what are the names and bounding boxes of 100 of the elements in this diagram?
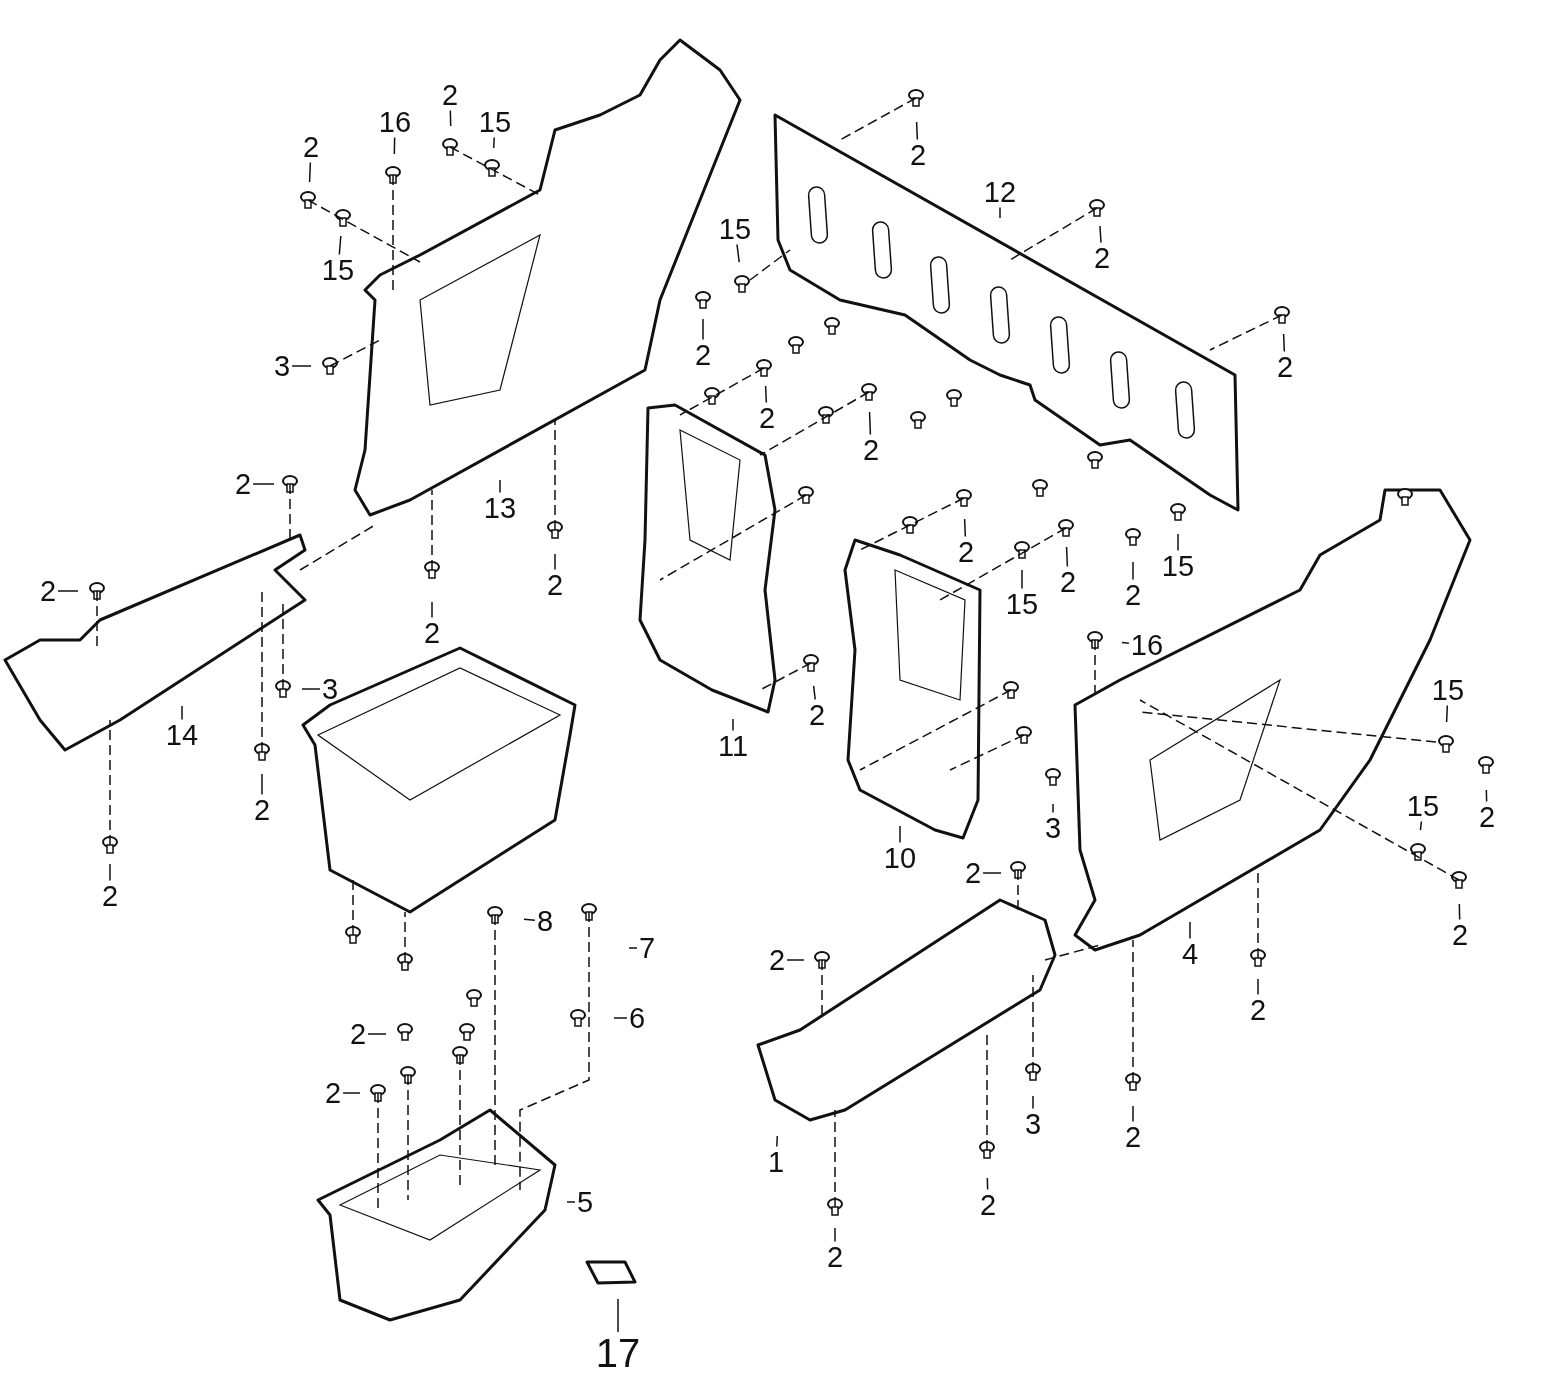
callout-number: 2 — [1124, 1122, 1142, 1152]
callout-number: 4 — [1181, 939, 1199, 969]
callout-number: 15 — [1005, 589, 1039, 619]
leader-line — [915, 121, 919, 141]
leader-line — [393, 136, 396, 155]
leader-line — [367, 1033, 387, 1035]
callout-number: 12 — [983, 177, 1017, 207]
callout-number: 2 — [1124, 580, 1142, 610]
callout-number: 6 — [628, 1003, 646, 1033]
callout-number: 2 — [101, 881, 119, 911]
leader-line — [181, 705, 183, 721]
leader-line — [1257, 978, 1259, 996]
callout-number: 2 — [1451, 920, 1469, 950]
leader-line — [523, 918, 536, 921]
callout-number: 3 — [1044, 813, 1062, 843]
leader-line — [1052, 803, 1054, 814]
leader-line — [982, 872, 1002, 874]
leader-line — [1282, 333, 1286, 353]
callout-number: 2 — [808, 700, 826, 730]
leader-line — [252, 483, 275, 485]
leader-line — [1189, 921, 1191, 940]
callout-number: 15 — [478, 107, 512, 137]
leader-line — [492, 136, 495, 149]
leader-line — [291, 365, 312, 367]
callout-number: 8 — [536, 906, 554, 936]
callout-number: 3 — [273, 351, 291, 381]
leader-line — [617, 1298, 619, 1333]
leader-line — [963, 518, 967, 538]
callout-number: 2 — [1276, 352, 1294, 382]
callout-number: 2 — [39, 576, 57, 606]
callout-number: 2 — [1249, 995, 1267, 1025]
leader-line — [834, 1227, 836, 1243]
callout-number: 2 — [826, 1242, 844, 1272]
leader-line — [1032, 1095, 1034, 1110]
leader-line — [308, 161, 312, 183]
leader-line — [628, 947, 638, 949]
callout-number: 2 — [349, 1019, 367, 1049]
leader-line — [449, 109, 452, 127]
callout-number: 3 — [321, 674, 339, 704]
leader-line — [554, 553, 556, 571]
callout-number: 2 — [957, 537, 975, 567]
callout-number: 2 — [862, 435, 880, 465]
callout-number: 2 — [1478, 802, 1496, 832]
leader-line — [986, 1177, 989, 1191]
callout-number: 14 — [165, 720, 199, 750]
leader-line — [776, 1135, 779, 1148]
callout-number: 2 — [234, 469, 252, 499]
leader-line — [1099, 225, 1102, 244]
leader-line — [702, 318, 704, 341]
callout-number: 5 — [576, 1187, 594, 1217]
callout-number: 2 — [694, 340, 712, 370]
callout-number: 2 — [1059, 567, 1077, 597]
callout-number: 2 — [758, 403, 776, 433]
leader-line — [57, 590, 79, 592]
leader-line — [1177, 533, 1179, 552]
callout-number: 2 — [324, 1078, 342, 1108]
leader-line — [431, 601, 433, 619]
leader-line — [1419, 820, 1423, 831]
callout-number: 2 — [768, 945, 786, 975]
callout-number: 16 — [1130, 630, 1164, 660]
leader-line — [566, 1201, 576, 1203]
callout-number: 7 — [638, 933, 656, 963]
leader-line — [764, 385, 768, 404]
leader-line — [261, 773, 263, 796]
leader-line — [1445, 704, 1449, 723]
leader-line — [999, 206, 1001, 219]
callout-number: 2 — [441, 80, 459, 110]
leader-line — [1132, 1105, 1134, 1123]
callout-number: 2 — [302, 132, 320, 162]
callout-number: 2 — [979, 1190, 997, 1220]
leader-line — [301, 688, 321, 690]
callout-number: 1 — [767, 1147, 785, 1177]
leader-line — [1458, 903, 1461, 921]
callout-number: 15 — [1431, 675, 1465, 705]
leader-line — [786, 959, 805, 961]
leader-line — [899, 825, 901, 844]
callout-number: 15 — [321, 255, 355, 285]
callout-number: 15 — [1161, 551, 1195, 581]
leader-line — [736, 243, 740, 263]
leader-line — [868, 411, 872, 436]
leader-line — [109, 863, 111, 882]
leader-line — [812, 685, 816, 701]
callout-number: 2 — [423, 618, 441, 648]
leader-line — [499, 479, 501, 494]
leader-line — [342, 1092, 361, 1094]
leader-line — [1065, 546, 1069, 568]
leader-line — [613, 1017, 628, 1019]
callout-number: 2 — [253, 795, 271, 825]
callout-number: 11 — [717, 731, 749, 761]
leader-line — [732, 718, 734, 732]
leader-line — [1485, 789, 1488, 803]
callout-number: 10 — [883, 843, 917, 873]
callout-number: 2 — [964, 858, 982, 888]
leader-line — [1021, 569, 1023, 590]
callout-number: 3 — [1024, 1109, 1042, 1139]
callout-number: 16 — [378, 107, 412, 137]
leader-line — [1132, 561, 1134, 581]
callout-number: 2 — [546, 570, 564, 600]
callout-number: 2 — [1093, 243, 1111, 273]
leader-line — [338, 235, 342, 256]
